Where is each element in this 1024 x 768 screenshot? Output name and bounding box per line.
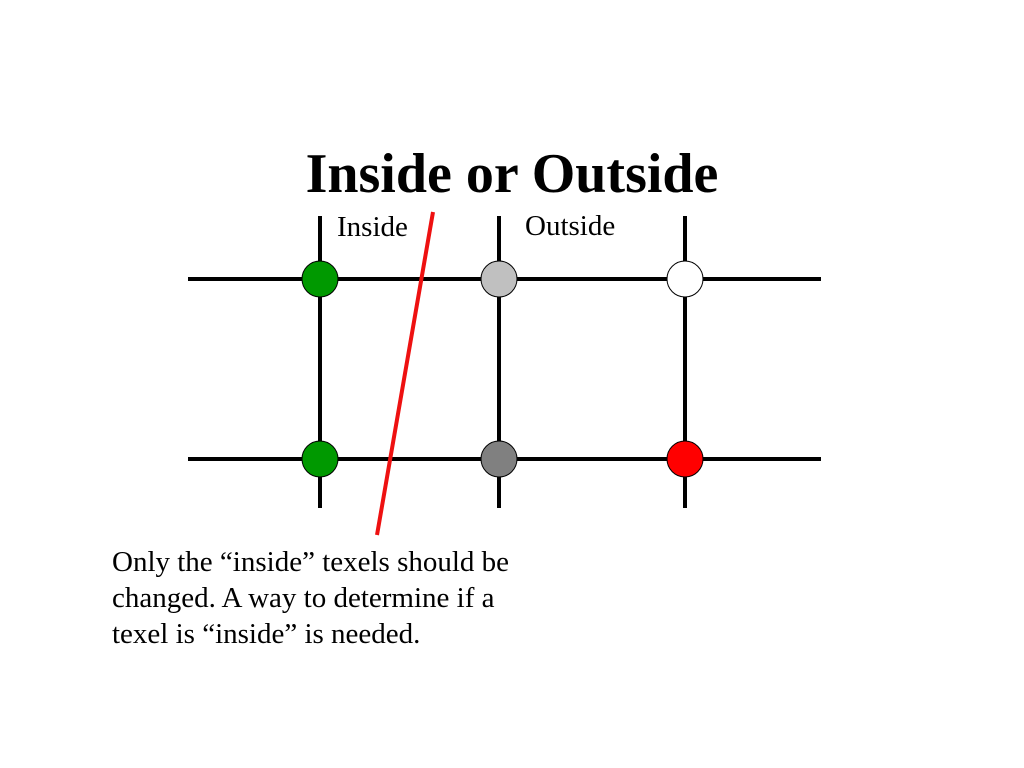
- polygon-edge-line: [375, 211, 435, 536]
- caption-line: changed. A way to determine if a: [112, 582, 495, 614]
- inside-label: Inside: [337, 211, 408, 243]
- texel-bottom-middle: [480, 440, 518, 478]
- texel-top-right: [666, 260, 704, 298]
- caption-text: Only the “inside” texels should be chang…: [112, 544, 602, 652]
- caption-line: texel is “inside” is needed.: [112, 618, 421, 650]
- texel-top-left: [301, 260, 339, 298]
- slide-title: Inside or Outside: [305, 142, 719, 205]
- texel-top-middle: [480, 260, 518, 298]
- caption-line: Only the “inside” texels should be: [112, 546, 510, 578]
- outside-label: Outside: [525, 210, 616, 242]
- texel-bottom-right: [666, 440, 704, 478]
- texels: [301, 260, 704, 478]
- texel-bottom-left: [301, 440, 339, 478]
